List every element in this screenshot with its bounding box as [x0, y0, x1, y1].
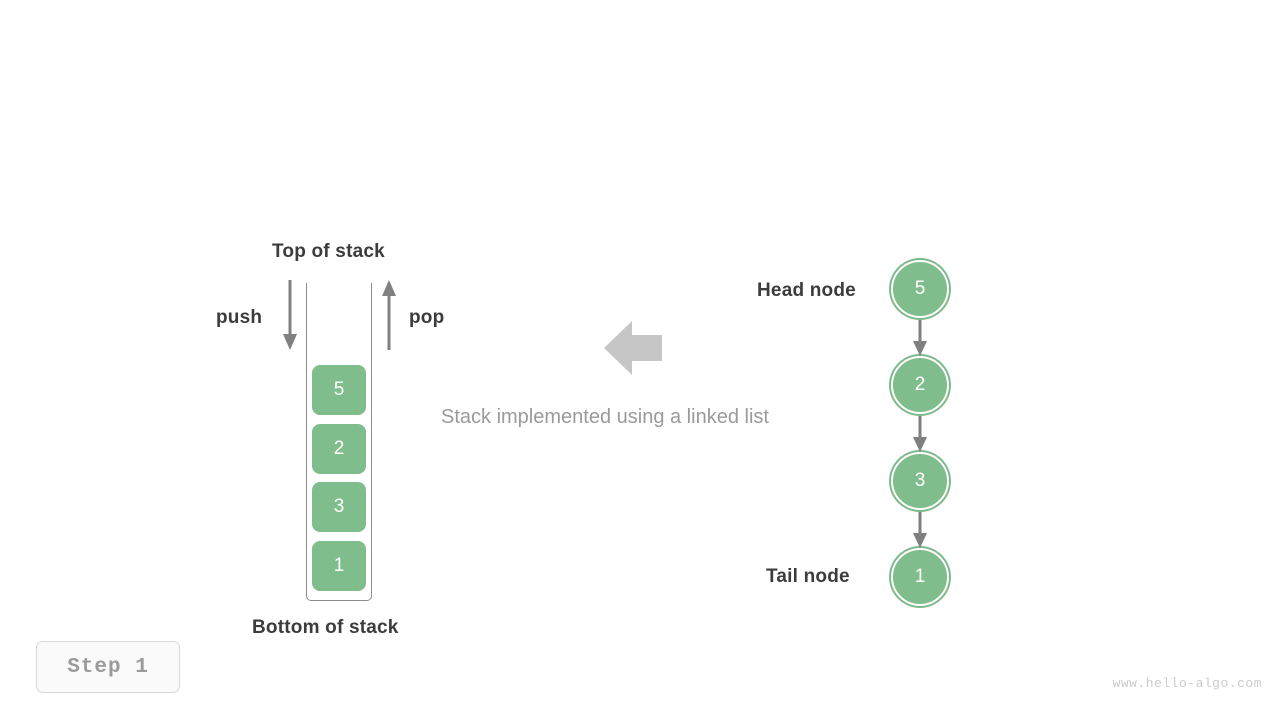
linked-list-node: 1: [891, 548, 949, 606]
head-node-label: Head node: [757, 280, 856, 301]
next-pointer-arrow-icon: [913, 320, 927, 356]
stack-cell: 2: [312, 424, 366, 474]
stack-cell: 3: [312, 482, 366, 532]
top-of-stack-label: Top of stack: [272, 241, 385, 262]
stack-container: [306, 283, 372, 601]
linked-list-node: 2: [891, 356, 949, 414]
left-block-arrow-icon: [604, 321, 662, 375]
next-pointer-arrow-icon: [913, 512, 927, 548]
linked-list-node: 3: [891, 452, 949, 510]
next-pointer-arrow-icon: [913, 416, 927, 452]
bottom-of-stack-label: Bottom of stack: [252, 617, 399, 638]
tail-node-label: Tail node: [766, 566, 850, 587]
watermark: www.hello-algo.com: [1112, 676, 1262, 691]
push-label: push: [216, 307, 263, 328]
stack-cell: 5: [312, 365, 366, 415]
pop-label: pop: [409, 307, 445, 328]
center-caption: Stack implemented using a linked list: [441, 406, 769, 428]
step-badge[interactable]: Step 1: [36, 641, 180, 693]
stack-cell: 1: [312, 541, 366, 591]
pop-arrow-icon: [382, 280, 396, 350]
linked-list-node: 5: [891, 260, 949, 318]
push-arrow-icon: [283, 280, 297, 350]
